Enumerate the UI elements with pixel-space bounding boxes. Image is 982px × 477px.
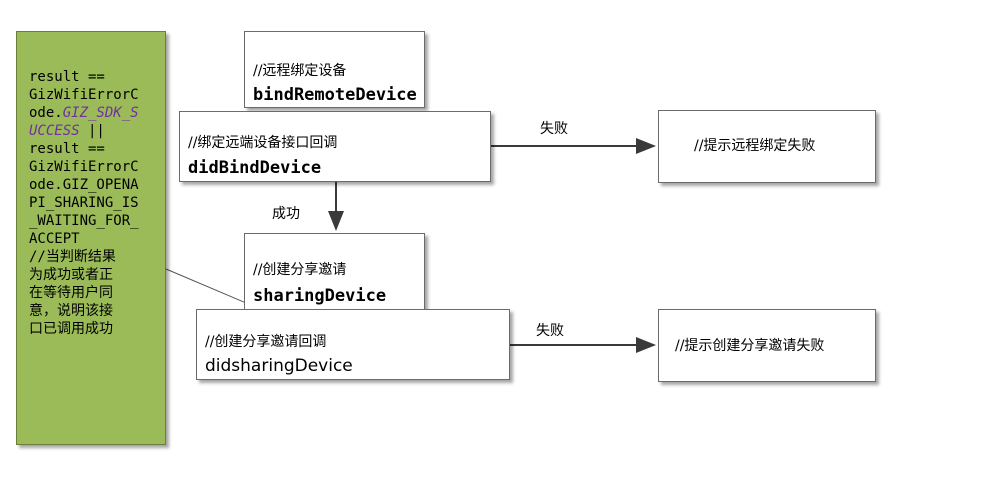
did-sharing-comment: //创建分享邀请回调 <box>205 334 327 350</box>
success-label: 成功 <box>272 206 300 222</box>
bind-fail-box: //提示远程绑定失败 <box>658 110 876 183</box>
sharing-fail-box: //提示创建分享邀请失败 <box>658 309 876 382</box>
result-condition-note: result == GizWifiErrorC ode.GIZ_SDK_S UC… <box>16 31 166 445</box>
did-bind-comment: //绑定远端设备接口回调 <box>188 135 338 151</box>
note-text: result == GizWifiErrorC ode.GIZ_SDK_S UC… <box>29 69 139 337</box>
sharing-comment: //创建分享邀请 <box>253 262 347 278</box>
sharing-fail-comment: //提示创建分享邀请失败 <box>675 338 825 354</box>
fail-label-sharing: 失败 <box>536 323 564 339</box>
did-sharing-device-box: //创建分享邀请回调 didsharingDevice <box>196 309 510 380</box>
fail-label-bind: 失败 <box>540 121 568 137</box>
bind-remote-method: bindRemoteDevice <box>253 85 417 105</box>
bind-remote-comment: //远程绑定设备 <box>253 63 347 79</box>
did-sharing-method: didsharingDevice <box>205 356 353 376</box>
sharing-device-box: //创建分享邀请 sharingDevice <box>244 233 425 310</box>
bind-fail-comment: //提示远程绑定失败 <box>694 138 816 154</box>
sharing-method: sharingDevice <box>253 286 387 306</box>
did-bind-device-box: //绑定远端设备接口回调 didBindDevice <box>179 111 491 182</box>
bind-remote-device-box: //远程绑定设备 bindRemoteDevice <box>244 31 425 108</box>
did-bind-method: didBindDevice <box>188 158 322 178</box>
